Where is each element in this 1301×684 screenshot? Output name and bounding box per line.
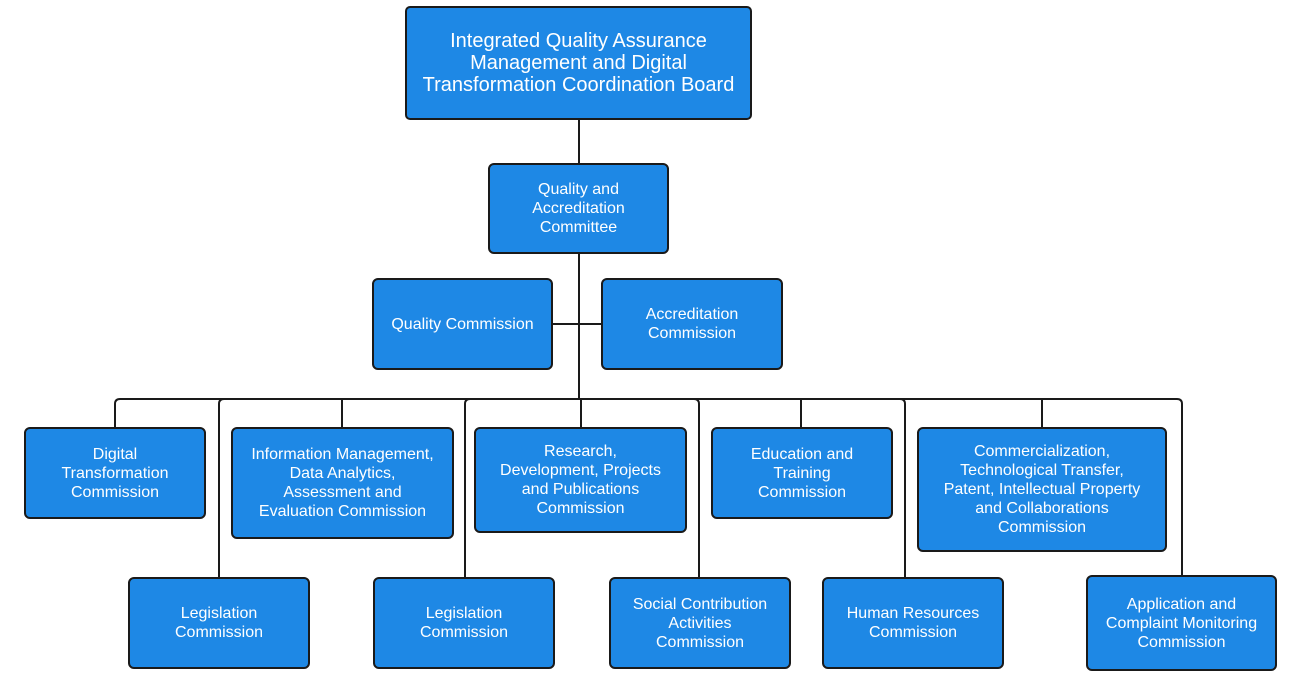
accreditation-commission-node: Accreditation Commission bbox=[601, 278, 783, 370]
committee-node: Quality and Accreditation Committee bbox=[488, 163, 669, 254]
connector-social bbox=[693, 398, 700, 578]
information-management-node: Information Management, Data Analytics, … bbox=[231, 427, 454, 539]
legislation-2-node: Legislation Commission bbox=[373, 577, 555, 669]
quality-commission-node: Quality Commission bbox=[372, 278, 553, 370]
connector-legislation-1 bbox=[218, 398, 225, 578]
social-contribution-node: Social Contribution Activities Commissio… bbox=[609, 577, 791, 669]
commercialization-node: Commercialization, Technological Transfe… bbox=[917, 427, 1167, 552]
education-training-node: Education and Training Commission bbox=[711, 427, 893, 519]
application-complaint-node: Application and Complaint Monitoring Com… bbox=[1086, 575, 1277, 671]
connector-bus bbox=[114, 398, 1183, 576]
digital-transformation-node: Digital Transformation Commission bbox=[24, 427, 206, 519]
research-development-node: Research, Development, Projects and Publ… bbox=[474, 427, 687, 533]
human-resources-node: Human Resources Commission bbox=[822, 577, 1004, 669]
connector-legislation-2 bbox=[464, 398, 471, 578]
board-node: Integrated Quality Assurance Management … bbox=[405, 6, 752, 120]
legislation-1-node: Legislation Commission bbox=[128, 577, 310, 669]
connector-human-resources bbox=[899, 398, 906, 578]
